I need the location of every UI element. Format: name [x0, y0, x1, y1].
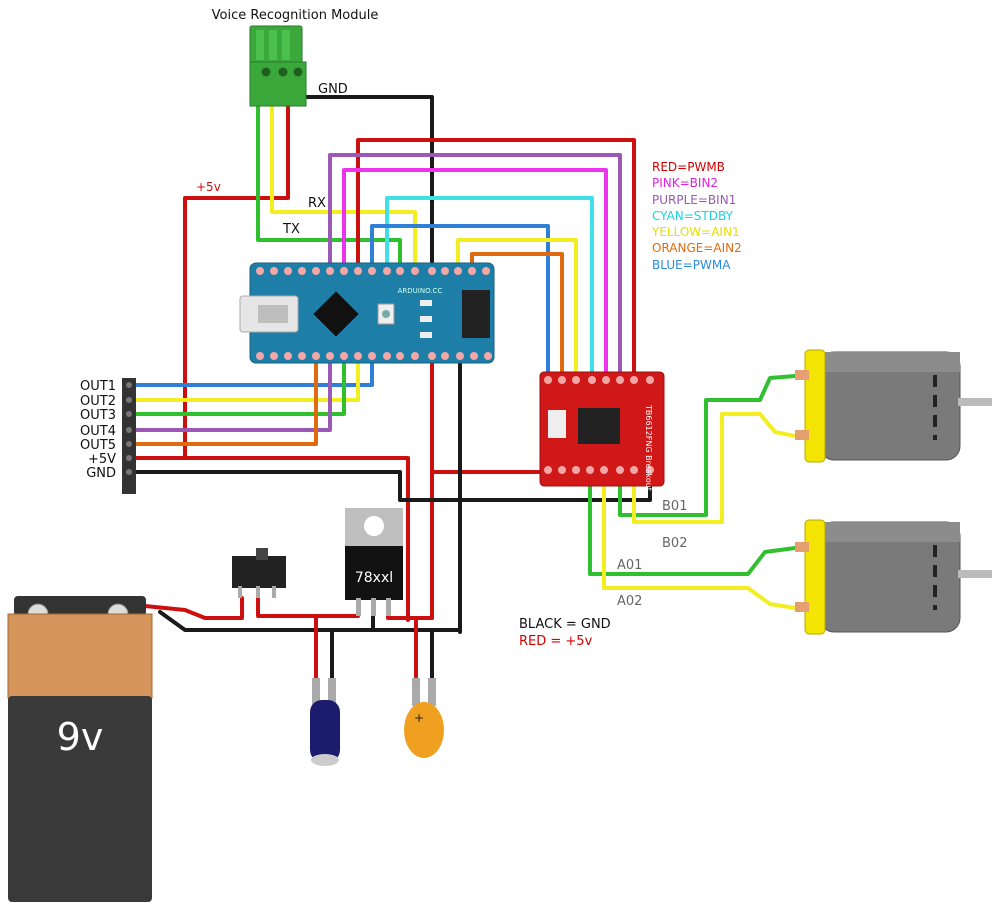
- wire-out5: [133, 354, 318, 446]
- wire-vr-gnd: [288, 95, 434, 267]
- wire-bin2-pink: [342, 168, 608, 380]
- legend-black-gnd: BLACK = GND: [519, 617, 611, 632]
- battery-label: 9v: [57, 715, 104, 759]
- label-plus5v: +5v: [196, 180, 221, 194]
- legend-red: RED=PWMB: [652, 160, 725, 174]
- label-rx: RX: [308, 196, 326, 211]
- label-b02: B02: [662, 536, 687, 551]
- motor-a: [795, 519, 992, 635]
- power-switch: [232, 548, 286, 598]
- wire-a01: [588, 468, 797, 576]
- legend-red-5v: RED = +5v: [519, 634, 593, 649]
- output-header: OUT1 OUT2 OUT3 OUT4 OUT5 +5V GND: [80, 378, 136, 494]
- label-a01: A01: [617, 558, 642, 573]
- label-a02: A02: [617, 594, 642, 609]
- driver-label: TB6612FNG Breakout: [644, 404, 653, 491]
- wire-a02: [602, 468, 797, 610]
- wire-ain2-orange: [470, 252, 564, 380]
- wire-out2: [133, 354, 360, 402]
- wire-color-legend: BLACK = GND RED = +5v: [519, 617, 611, 649]
- wire-b01: [618, 374, 797, 517]
- legend-orange: ORANGE=AIN2: [652, 241, 742, 255]
- wire-ain1-yellow: [456, 238, 578, 380]
- voice-module-title: Voice Recognition Module: [212, 8, 379, 23]
- voltage-regulator: 78xxl: [345, 508, 403, 616]
- wire-b02: [632, 412, 797, 524]
- battery-bottom: [8, 696, 152, 902]
- arduino-top-pins: [256, 267, 490, 275]
- wire-stdby-cyan: [385, 196, 594, 380]
- svg-text:+: +: [414, 711, 424, 725]
- driver-chip: [578, 408, 620, 444]
- arduino-nano: ARDUINO.CC: [239, 262, 495, 364]
- header-label-out5: OUT5: [80, 438, 116, 453]
- arduino-bottom-pins: [256, 352, 492, 360]
- header-label-out2: OUT2: [80, 394, 116, 409]
- wire-batt-black: [158, 610, 462, 632]
- motor-b-cap: [804, 349, 826, 463]
- tantalum-body: [404, 702, 444, 758]
- pin-legend: RED=PWMB PINK=BIN2 PURPLE=BIN1 CYAN=STDB…: [651, 160, 742, 272]
- voice-recognition-module: Voice Recognition Module: [212, 8, 379, 107]
- regulator-label: 78xxl: [355, 570, 393, 586]
- header-label-out1: OUT1: [80, 379, 116, 394]
- wire-rail-5v: [133, 456, 410, 622]
- legend-blue: BLUE=PWMA: [652, 258, 731, 272]
- battery-top: [7, 613, 153, 699]
- wire-out1: [133, 354, 374, 387]
- legend-pink: PINK=BIN2: [652, 176, 718, 190]
- legend-purple: PURPLE=BIN1: [652, 193, 736, 207]
- battery-9v: 9v: [7, 596, 153, 902]
- wire-labels: GND +5v RX TX B01 B02 A01 A02: [196, 82, 687, 609]
- tb6612fng-driver: TB6612FNG Breakout: [539, 371, 665, 491]
- wire-batt-red: [143, 596, 244, 620]
- wire-pwma-blue: [370, 224, 550, 380]
- motor-a-cap: [804, 519, 826, 635]
- wire-pwmb-red: [356, 138, 636, 380]
- header-label-5v: +5V: [88, 452, 116, 467]
- label-tx: TX: [282, 222, 300, 237]
- header-label-out3: OUT3: [80, 408, 116, 423]
- wire-out4: [133, 354, 332, 432]
- regulator-body: [345, 546, 403, 600]
- header-label-out4: OUT4: [80, 424, 116, 439]
- header-label-gnd: GND: [86, 466, 116, 481]
- motor-b: [795, 349, 992, 463]
- wires: [133, 95, 797, 682]
- electrolytic-capacitor: [310, 678, 340, 766]
- wire-bin1-purple: [328, 153, 622, 380]
- legend-cyan: CYAN=STDBY: [652, 209, 734, 223]
- legend-yellow: YELLOW=AIN1: [651, 225, 740, 239]
- wire-switch-out: [256, 596, 360, 618]
- tantalum-capacitor: +: [404, 678, 444, 758]
- switch-body: [232, 556, 286, 588]
- icsp-header: [462, 290, 490, 338]
- capacitor-body: [310, 700, 340, 762]
- label-gnd-top: GND: [318, 82, 348, 97]
- wire-out3: [133, 354, 346, 416]
- arduino-brand: ARDUINO.CC: [398, 287, 443, 295]
- label-b01: B01: [662, 499, 687, 514]
- header-strip: [122, 378, 136, 494]
